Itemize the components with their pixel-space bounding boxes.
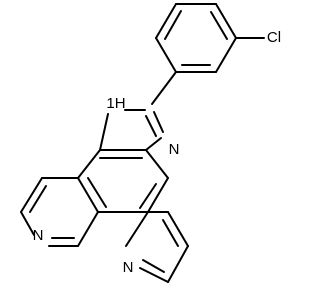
bond-ph-2: [155, 3, 177, 39]
double-bond-core-b: [139, 183, 157, 209]
bond-right-1: [125, 211, 149, 247]
bond-ph-4: [215, 3, 237, 39]
bond-left-5: [77, 211, 99, 247]
left-pyridine-ring: [20, 177, 99, 247]
double-bond-core-c: [87, 177, 107, 208]
imidazole-ring: [99, 71, 177, 151]
bond-core-2: [145, 149, 169, 179]
bond-right-3: [167, 245, 189, 283]
imidazole-nh-label: 1H: [106, 95, 125, 112]
pyridine-n-right-label: N: [123, 259, 134, 276]
bond-n1-c7a: [99, 113, 109, 151]
canvas-background: [0, 0, 288, 296]
bond-right-4: [167, 211, 189, 247]
imidazole-n-label: N: [169, 141, 180, 158]
bond-left-2: [20, 177, 43, 213]
bond-left-3: [20, 211, 35, 236]
bond-ph-1: [155, 37, 177, 73]
chlorine-label: Cl: [267, 29, 281, 46]
double-bond-right-a: [142, 259, 165, 273]
phenanthroline-core: [77, 149, 169, 213]
double-bond-ph-a: [164, 10, 182, 40]
double-bond-ph-b: [210, 11, 228, 40]
double-bond-left-a: [29, 185, 47, 213]
bond-phenyl-imidazole: [151, 71, 177, 105]
bond-core-3: [77, 177, 99, 213]
bond-ph-5: [215, 37, 237, 73]
bond-right-2: [139, 267, 169, 283]
chemical-structure: Cl 1H N N N: [0, 0, 288, 296]
double-bond-right-b: [162, 219, 179, 247]
bond-core-1: [77, 149, 101, 179]
bond-core-4: [147, 177, 169, 213]
right-pyridine-ring: [125, 211, 189, 283]
double-bond-c2-n3: [145, 115, 157, 137]
pyridine-n-left-label: N: [33, 227, 44, 244]
bond-c2-n3: [153, 111, 164, 133]
bond-c3a-n3: [145, 137, 162, 151]
chlorophenyl-ring: [155, 3, 265, 73]
